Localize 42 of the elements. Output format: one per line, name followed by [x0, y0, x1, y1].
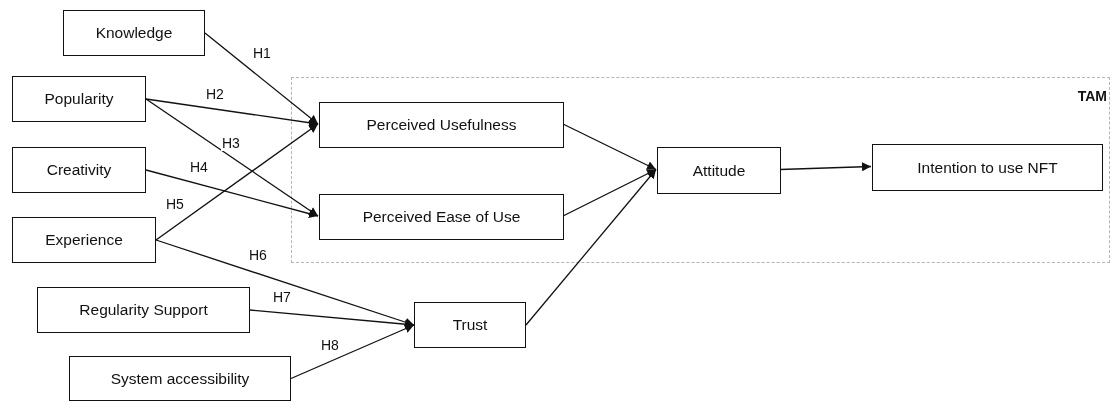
- arrow: [145, 98, 319, 128]
- construct-label: Popularity: [44, 90, 114, 108]
- arrow: [562, 123, 657, 171]
- construct-box: [12, 76, 146, 122]
- construct-label: Regularity Support: [79, 301, 208, 319]
- construct-label: Creativity: [46, 161, 112, 179]
- construct-box: [319, 102, 564, 148]
- construct-box: [37, 287, 250, 333]
- construct-box: [69, 356, 291, 401]
- arrow: [562, 168, 657, 217]
- construct-label: Knowledge: [95, 24, 173, 42]
- arrow: [779, 162, 872, 172]
- edge-label: H4: [189, 160, 209, 175]
- construct-label: Intention to use NFT: [917, 158, 1058, 177]
- construct-box: [657, 147, 781, 194]
- arrow: [145, 169, 319, 218]
- construct-label: Perceived Usefulness: [366, 116, 517, 134]
- construct-label: Experience: [45, 231, 123, 249]
- edge-label: H3: [221, 136, 241, 151]
- edge-label: H2: [205, 87, 225, 102]
- construct-box: [872, 144, 1103, 191]
- edge-label: H7: [272, 290, 292, 305]
- arrow: [204, 32, 319, 125]
- construct-box: [414, 302, 526, 348]
- arrow: [290, 324, 415, 380]
- edge-label: H1: [252, 46, 272, 61]
- construct-box: [12, 147, 146, 193]
- construct-label: System accessibility: [110, 369, 250, 388]
- construct-box: [12, 217, 156, 263]
- edge-label: H8: [320, 338, 340, 353]
- dashed-group-frame: [291, 77, 1110, 263]
- group-title: TAM: [1077, 88, 1107, 104]
- construct-box: [319, 194, 564, 240]
- construct-label: Attitude: [692, 161, 746, 180]
- edge-label: H6: [248, 248, 268, 263]
- construct-box: [63, 10, 205, 56]
- arrow: [155, 123, 319, 241]
- edge-label: H5: [165, 197, 185, 212]
- construct-label: Trust: [452, 316, 488, 334]
- arrow: [525, 168, 657, 326]
- construct-label: Perceived Ease of Use: [362, 208, 521, 226]
- arrow: [145, 98, 319, 217]
